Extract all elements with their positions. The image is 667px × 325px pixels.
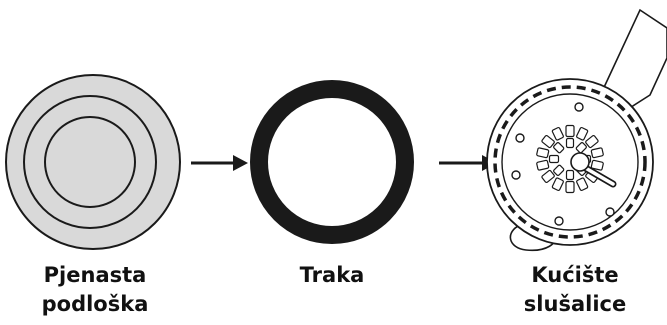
step-label-line: Traka — [299, 263, 365, 287]
foam-pad-illustration — [5, 74, 181, 250]
grille-slot — [553, 164, 565, 176]
screw-hole — [554, 216, 564, 226]
step-label-foam-pad: Pjenasta podloška — [10, 261, 180, 319]
screw-hole — [605, 207, 615, 217]
grille-slot — [551, 177, 564, 192]
grille-slot — [565, 137, 575, 149]
grille-slot — [576, 177, 589, 192]
step-label-housing: Kućište slušalice — [490, 261, 660, 319]
grille-slot — [576, 126, 589, 141]
housing-body — [486, 78, 654, 246]
foam-pad-inner-ring — [44, 116, 136, 208]
step-label-line: Pjenasta — [43, 263, 147, 287]
band-ring — [250, 80, 414, 244]
grille-slot — [565, 169, 575, 181]
grille-slot — [536, 159, 550, 171]
arrow-right-icon — [191, 155, 248, 171]
housing-dashed-seam — [493, 85, 647, 239]
step-label-line: Kućište — [531, 263, 619, 287]
grille-slot — [548, 154, 560, 164]
grille-slot — [590, 147, 604, 159]
grille-slot — [541, 169, 555, 184]
grille-slot — [536, 147, 550, 159]
grille-slot — [590, 159, 604, 171]
screw-hole — [574, 102, 584, 112]
housing-inner-rim — [501, 93, 639, 231]
grille-slot — [541, 134, 555, 149]
step-label-band: Traka — [262, 261, 402, 290]
cable-arm — [570, 152, 617, 188]
step-label-line: slušalice — [523, 292, 627, 316]
grille-slot — [553, 142, 565, 154]
grille-slot — [585, 134, 599, 149]
headphone-housing-illustration — [486, 8, 667, 252]
screw-hole — [511, 170, 521, 180]
step-label-line: podloška — [41, 292, 149, 316]
band-illustration — [250, 80, 414, 244]
screw-hole — [515, 133, 525, 143]
grille-slot — [565, 180, 575, 194]
grille-slot — [575, 142, 587, 154]
grille-slot — [551, 126, 564, 141]
grille-slot — [565, 124, 575, 138]
